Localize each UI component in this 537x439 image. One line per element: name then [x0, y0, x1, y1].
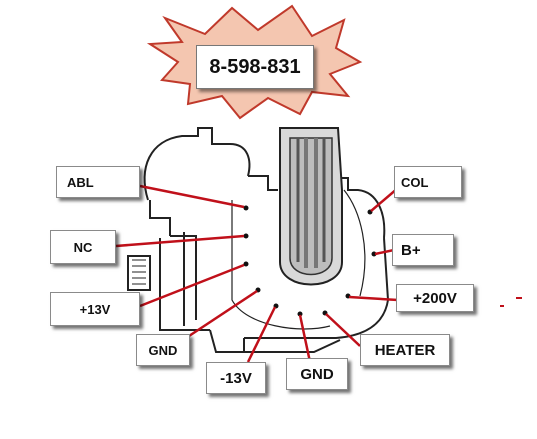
label-nc: NC	[50, 230, 116, 264]
pin-abl	[243, 205, 249, 211]
label-plus200v: +200V	[396, 284, 474, 312]
center-post	[279, 127, 343, 286]
label-heater: HEATER	[360, 334, 450, 366]
leader-lines	[115, 184, 399, 363]
label-minus13v: -13V	[206, 362, 266, 394]
connector-housing	[127, 127, 390, 353]
pin-plus13v	[243, 261, 249, 267]
label-gnd-left: GND	[136, 334, 190, 366]
label-bplus: B+	[392, 234, 454, 266]
label-plus13v: +13V	[50, 292, 140, 326]
label-abl: ABL	[56, 166, 140, 198]
label-gnd-bottom: GND	[286, 358, 348, 390]
pin-nc	[243, 233, 249, 239]
part-number-label: 8-598-831	[196, 45, 314, 89]
label-col: COL	[394, 166, 462, 198]
